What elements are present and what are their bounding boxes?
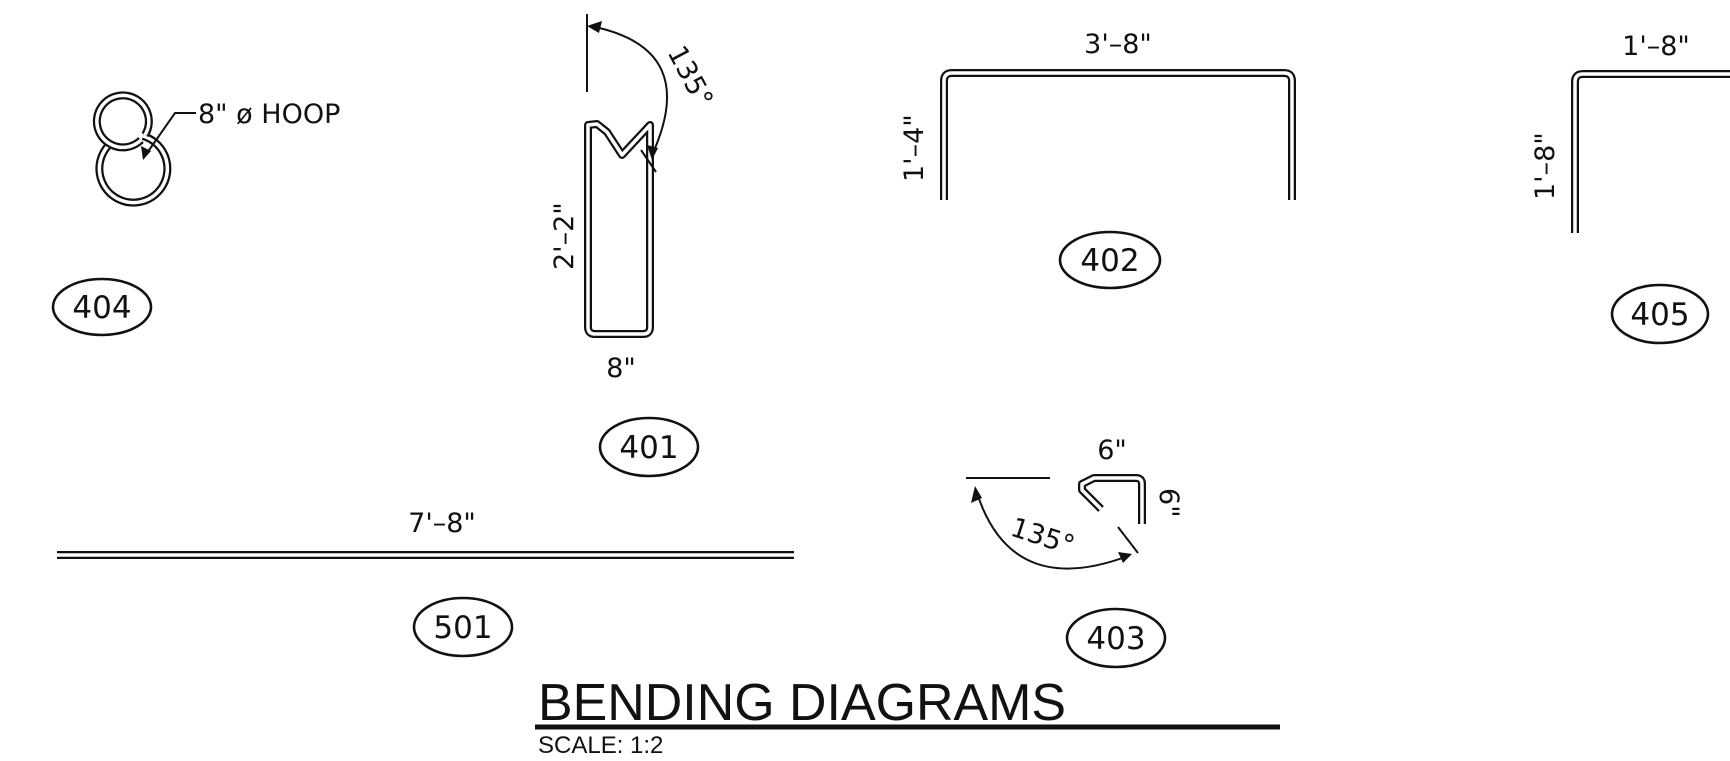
bar-501-mark: 501 xyxy=(412,596,514,658)
bar-403-angle-dimension xyxy=(966,477,1139,570)
bar-403-mark: 403 xyxy=(1065,607,1167,669)
bar-403-side-label: 6" xyxy=(1153,488,1184,518)
hoop-callout-label: 8" ø HOOP xyxy=(198,99,340,130)
bar-404-mark-label: 404 xyxy=(72,290,131,326)
bar-404-mark: 404 xyxy=(51,277,153,337)
scale-label: SCALE: 1:2 xyxy=(538,732,663,759)
bar-403-hook-shape xyxy=(1078,474,1146,524)
bar-403-top-label: 6" xyxy=(1097,435,1127,466)
bar-405-width-label: 1'–8" xyxy=(1622,31,1690,62)
bar-402-u-shape xyxy=(940,69,1296,200)
bar-401-angle-label: 135° xyxy=(661,41,719,113)
drawing-title: BENDING DIAGRAMS xyxy=(538,674,1066,732)
bar-402-mark-label: 402 xyxy=(1080,243,1139,279)
bar-501-mark-label: 501 xyxy=(433,610,492,646)
bar-405-mark-label: 405 xyxy=(1630,297,1689,333)
bar-405-leg-label: 1'–8" xyxy=(1530,132,1561,200)
bar-404-hoop-shape xyxy=(92,91,172,207)
bar-401-length-label: 2'–2" xyxy=(549,202,580,270)
bar-402-width-label: 3'–8" xyxy=(1084,29,1152,60)
bar-401-width-label: 8" xyxy=(606,353,636,384)
bar-501-length-label: 7'–8" xyxy=(408,508,476,539)
bar-401-stirrup-shape xyxy=(584,120,654,338)
bar-402-leg-label: 1'–4" xyxy=(899,114,930,182)
bar-405-mark: 405 xyxy=(1610,283,1710,345)
bar-402-mark: 402 xyxy=(1058,230,1162,290)
bar-405-l-shape xyxy=(1571,70,1730,233)
bar-401-angle-dimension xyxy=(586,14,668,173)
bar-403-mark-label: 403 xyxy=(1086,621,1145,657)
bar-401-mark: 401 xyxy=(598,416,700,478)
bar-401-mark-label: 401 xyxy=(619,430,678,466)
hoop-callout-leader xyxy=(141,112,196,160)
